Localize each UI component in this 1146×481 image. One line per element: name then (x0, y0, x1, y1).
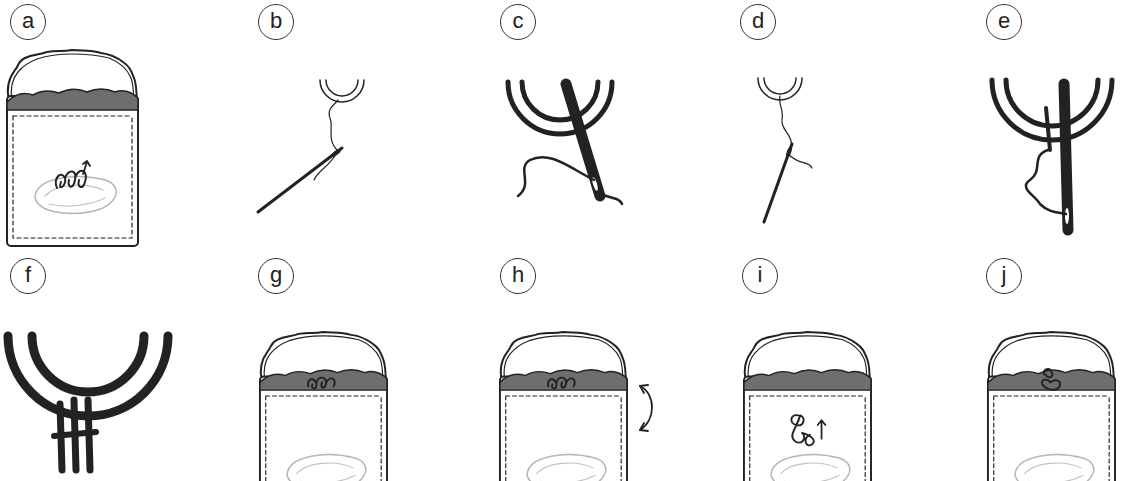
step-letter-circle: j (986, 258, 1022, 294)
step-letter: j (1002, 264, 1007, 286)
step-letter: e (998, 10, 1010, 32)
step-letter-circle: g (258, 258, 294, 294)
step-letter: d (752, 10, 764, 32)
step-letter-circle: f (10, 258, 46, 294)
step-letter-circle: c (500, 4, 536, 40)
step-letter: i (758, 264, 763, 286)
step-letter-circle: i (742, 258, 778, 294)
step-letter-circle: a (10, 4, 46, 40)
step-letter-circle: d (740, 4, 776, 40)
step-letter-circle: h (500, 258, 536, 294)
step-letter: a (22, 10, 34, 32)
step-letter: f (25, 264, 31, 286)
step-letter: b (270, 10, 282, 32)
step-letter: c (513, 10, 524, 32)
step-letter-circle: e (986, 4, 1022, 40)
step-letter: h (512, 264, 524, 286)
step-letter-circle: b (258, 4, 294, 40)
step-letter: g (270, 264, 282, 286)
